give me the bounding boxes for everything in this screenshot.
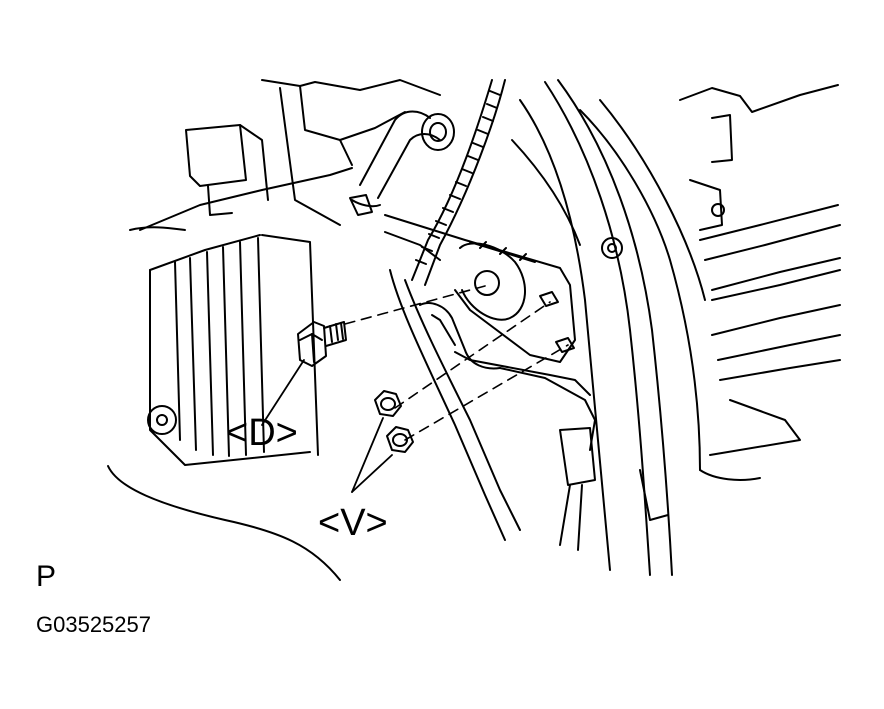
- callout-leaders: [261, 359, 393, 493]
- view-letter: P: [36, 560, 57, 593]
- callout-label-d: <D>: [226, 412, 298, 454]
- sensor-bracket: [384, 214, 576, 363]
- wire-harness: [411, 79, 506, 286]
- lower-wiring: [389, 269, 596, 551]
- body-panel-right: [679, 84, 841, 481]
- exploded-guide-lines: [344, 285, 569, 441]
- center-pillar: [511, 79, 706, 576]
- upper-bracket: [185, 79, 441, 226]
- nut-part: [374, 390, 414, 453]
- body-panel-left: [107, 167, 353, 581]
- callout-label-v: <V>: [318, 502, 388, 544]
- hose-upper: [349, 110, 455, 216]
- figure-code: G03525257: [36, 612, 151, 637]
- bolt-part: [297, 321, 347, 367]
